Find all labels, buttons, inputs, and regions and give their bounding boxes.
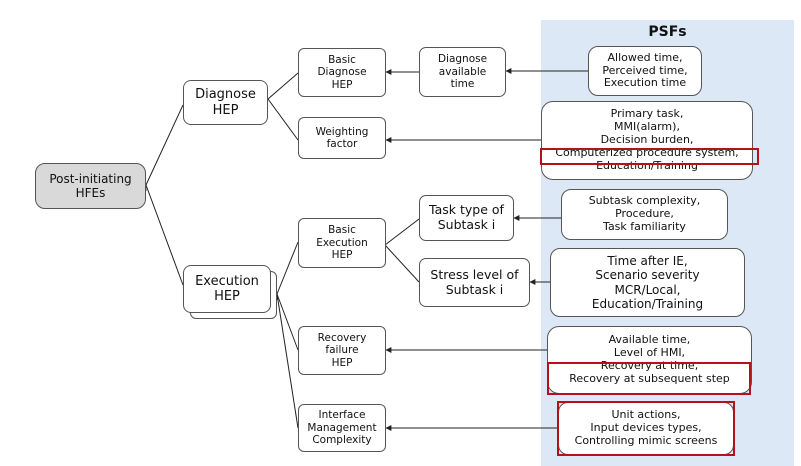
tree-line-root-execution: [145, 184, 184, 286]
node-interface-management-complexity: Interface Management Complexity: [298, 404, 386, 452]
psf-weighting-text-top: Primary task, MMI(alarm), Decision burde…: [600, 107, 694, 147]
psf-weighting-group: Primary task, MMI(alarm), Decision burde…: [541, 101, 753, 180]
node-execution-hep: Execution HEP: [183, 265, 271, 313]
tree-line-execution-basic: [272, 241, 299, 301]
tree-line-basicexec-task: [378, 218, 420, 251]
node-diagnose-available-time: Diagnose available time: [419, 47, 506, 97]
psf-interface-group: Unit actions, Input devices types, Contr…: [558, 402, 734, 455]
node-basic-execution-hep: Basic Execution HEP: [298, 218, 386, 268]
root-node-post-initiating-hfes: Post-initiating HFEs: [35, 163, 146, 209]
tree-line-execution-recovery: [276, 293, 299, 351]
psf-recovery-text-highlight: Recovery at time, Recovery at subsequent…: [569, 359, 730, 385]
tree-line-execution-interface: [276, 293, 299, 429]
node-weighting-factor: Weighting factor: [298, 117, 386, 159]
psf-stress-group: Time after IE, Scenario severity MCR/Loc…: [550, 248, 745, 317]
node-task-type-subtask: Task type of Subtask i: [419, 195, 514, 241]
tree-line-root-diagnose: [141, 104, 184, 192]
node-basic-diagnose-hep: Basic Diagnose HEP: [298, 48, 386, 97]
psf-time-group: Allowed time, Perceived time, Execution …: [588, 46, 702, 96]
psf-recovery-group: Available time, Level of HMI, Recovery a…: [547, 326, 752, 394]
node-stress-level-subtask: Stress level of Subtask i: [419, 258, 530, 307]
psf-weighting-text-bottom: Education/Training: [596, 158, 698, 172]
tree-line-diagnose-weighting: [267, 98, 299, 141]
psf-panel-title: PSFs: [648, 24, 687, 40]
psf-task-group: Subtask complexity, Procedure, Task fami…: [561, 189, 728, 240]
node-recovery-failure-hep: Recovery failure HEP: [298, 326, 386, 375]
tree-line-diagnose-basic: [261, 72, 299, 105]
psf-weighting-text-highlight: Computerized procedure system,: [555, 145, 739, 159]
tree-line-basicexec-stress: [384, 244, 420, 283]
psf-recovery-text-top: Available time, Level of HMI,: [608, 333, 691, 360]
node-diagnose-hep: Diagnose HEP: [183, 80, 268, 125]
